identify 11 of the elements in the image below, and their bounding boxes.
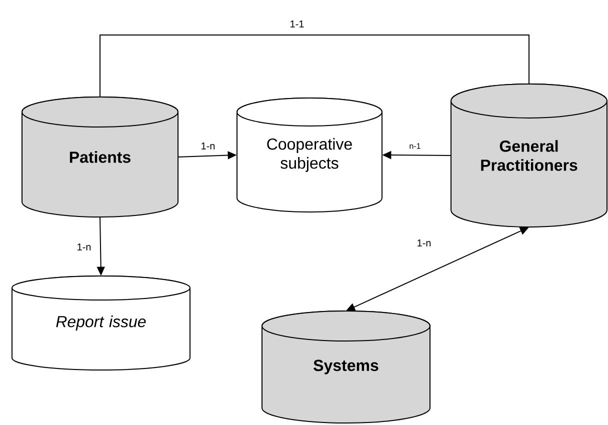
edge-label: 1-1 [288,20,306,28]
edge-label: n-1 [408,142,422,150]
cylinder: General Practitioners [450,84,608,228]
cylinder: Systems [262,310,430,424]
connector-line [100,34,530,98]
cylinder: Report issue [12,275,190,370]
edge-label: 1-n [76,242,92,252]
cylinder: Patients [22,96,178,218]
edge-label: 1-n [200,142,216,150]
cylinder: Cooperative subjects [236,98,382,212]
edge-label: 1-n [416,238,432,248]
